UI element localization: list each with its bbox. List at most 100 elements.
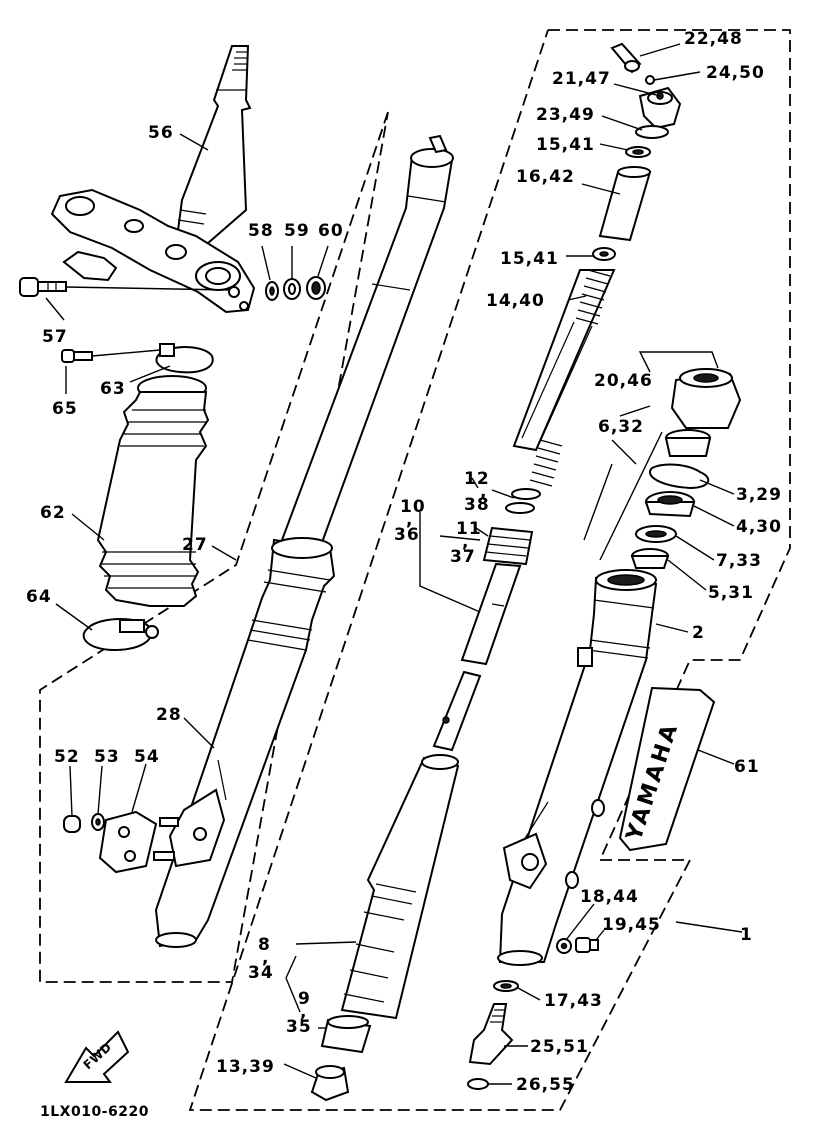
callout-62: 62	[40, 503, 66, 523]
drain-washer	[556, 938, 572, 954]
cap-o-ring	[635, 125, 669, 139]
leader-lines	[45, 43, 743, 1085]
callout-65: 65	[52, 399, 78, 419]
callout-18-44: 18,44	[580, 887, 639, 907]
callout-labels: 22,48 24,50 21,47 23,49 15,41 16,42 15,4…	[26, 29, 782, 1095]
rebound-spring	[482, 526, 534, 566]
callout-56: 56	[148, 123, 174, 143]
damper-rod	[460, 562, 522, 666]
washer	[265, 281, 279, 301]
nut	[306, 276, 326, 300]
callout-4-30: 4,30	[736, 517, 782, 537]
screw-axis-line	[91, 349, 161, 357]
fork-spring	[512, 269, 616, 487]
callout-20-46: 20,46	[594, 371, 653, 391]
callout-25-51: 25,51	[530, 1037, 589, 1057]
boot-clamp-upper	[155, 343, 214, 374]
callout-61: 61	[734, 757, 760, 777]
stack-separators: , , , , ,	[262, 482, 487, 1022]
callout-7-33: 7,33	[716, 551, 762, 571]
callout-15-41-upper: 15,41	[536, 135, 595, 155]
callout-14-40: 14,40	[486, 291, 545, 311]
callout-34: 34	[248, 963, 274, 983]
dust-seal	[670, 368, 742, 429]
callout-21-47: 21,47	[552, 69, 611, 89]
callout-15-41-lower: 15,41	[500, 249, 559, 269]
steering-stem	[174, 45, 252, 252]
base-copper-washer	[493, 980, 519, 992]
callout-52: 52	[54, 747, 80, 767]
air-valve	[610, 42, 642, 74]
caliper-bracket-plate	[98, 810, 158, 874]
callout-58: 58	[248, 221, 274, 241]
o-ring-small	[645, 75, 655, 85]
spring-washer	[283, 278, 301, 300]
callout-57: 57	[42, 327, 68, 347]
callout-5-31: 5,31	[708, 583, 754, 603]
callout-37: 37	[450, 547, 476, 567]
callout-13-39: 13,39	[216, 1057, 275, 1077]
callout-64: 64	[26, 587, 52, 607]
drain-bolt	[575, 937, 599, 953]
oil-seal	[644, 491, 696, 518]
pinch-bolt	[19, 277, 67, 297]
callout-23-49: 23,49	[536, 105, 595, 125]
svg-text:,: ,	[406, 510, 413, 530]
callout-11: 11	[456, 519, 482, 539]
guide-bush-slide	[664, 429, 712, 457]
spring-seat-lower	[592, 247, 616, 261]
rod-extension	[432, 670, 482, 752]
callout-22-48: 22,48	[684, 29, 743, 49]
callout-16-42: 16,42	[516, 167, 575, 187]
callout-9: 9	[298, 989, 311, 1009]
callout-38: 38	[464, 495, 490, 515]
callout-6-32: 6,32	[598, 417, 644, 437]
boot-clamp-lower	[82, 618, 159, 652]
left-fork-group-outline	[39, 111, 389, 983]
callout-35: 35	[286, 1017, 312, 1037]
callout-27: 27	[182, 535, 208, 555]
callout-26-55: 26,55	[516, 1075, 575, 1095]
oil-lock-piece	[320, 1015, 372, 1054]
svg-text:,: ,	[462, 532, 469, 552]
callout-19-45: 19,45	[602, 915, 661, 935]
guide-bush	[630, 548, 670, 569]
callout-53: 53	[94, 747, 120, 767]
left-inner-tube	[280, 134, 454, 550]
piston-ring	[505, 488, 541, 514]
under-bracket	[50, 188, 256, 314]
fork-boot	[96, 375, 210, 607]
fwd-arrow-badge: FWD	[64, 1030, 130, 1083]
callout-54: 54	[134, 747, 160, 767]
callout-24-50: 24,50	[706, 63, 765, 83]
damper-cylinder	[340, 754, 460, 1020]
callout-63: 63	[100, 379, 126, 399]
circlip	[649, 463, 710, 490]
seal-washer	[635, 525, 677, 543]
cap-bolt	[638, 86, 682, 130]
callout-1: 1	[740, 925, 753, 945]
callout-59: 59	[284, 221, 310, 241]
base-valve-bolt	[468, 1003, 514, 1066]
callout-28: 28	[156, 705, 182, 725]
svg-text:,: ,	[480, 482, 487, 502]
svg-text:,: ,	[300, 1002, 307, 1022]
spacer-tube	[598, 166, 652, 242]
callout-12: 12	[464, 469, 490, 489]
bolt-cap	[63, 815, 81, 833]
callout-36: 36	[394, 525, 420, 545]
right-axle-bracket	[502, 799, 605, 890]
callout-10: 10	[400, 497, 426, 517]
spacer-washer	[91, 813, 105, 831]
callout-2: 2	[692, 623, 705, 643]
callout-17-43: 17,43	[544, 991, 603, 1011]
svg-text:,: ,	[262, 948, 269, 968]
end-cap	[310, 1065, 350, 1102]
left-axle-bracket	[153, 759, 227, 868]
base-gasket	[467, 1078, 489, 1090]
spring-seat-upper	[625, 146, 651, 158]
callout-8: 8	[258, 935, 271, 955]
yamaha-decal: YAMAHA	[618, 686, 716, 852]
diagram-code: 1LX010-6220	[40, 1104, 149, 1120]
